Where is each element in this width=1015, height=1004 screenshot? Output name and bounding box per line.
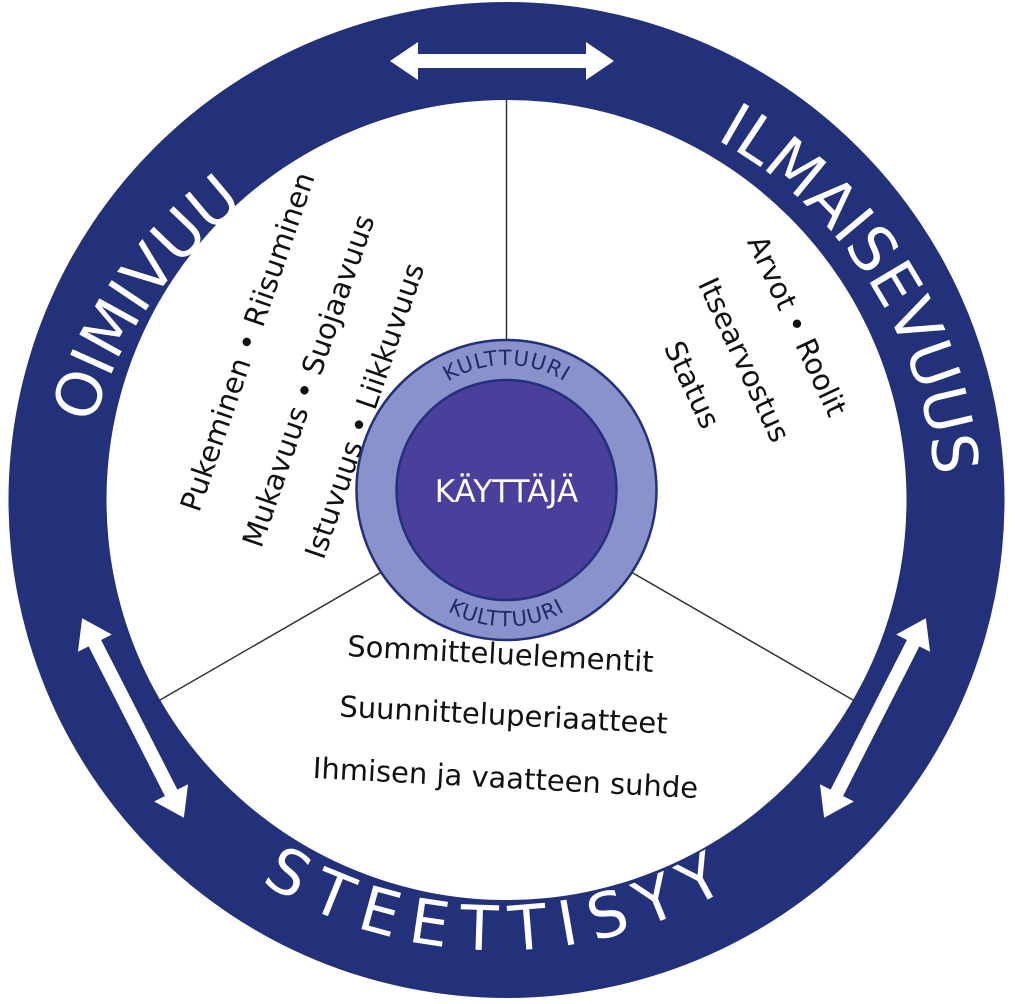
double-arrow-icon xyxy=(390,42,614,80)
double-arrow-icon xyxy=(819,618,931,818)
core-circle xyxy=(395,378,618,602)
divider-bottom-right xyxy=(618,564,854,701)
aesthetics-items: Sommitteluelementit Suunnitteluperiaatte… xyxy=(312,629,699,805)
divider-bottom-left xyxy=(159,564,395,701)
double-arrow-icon xyxy=(77,618,189,818)
core-label: KÄYTTÄJÄ xyxy=(435,474,578,510)
